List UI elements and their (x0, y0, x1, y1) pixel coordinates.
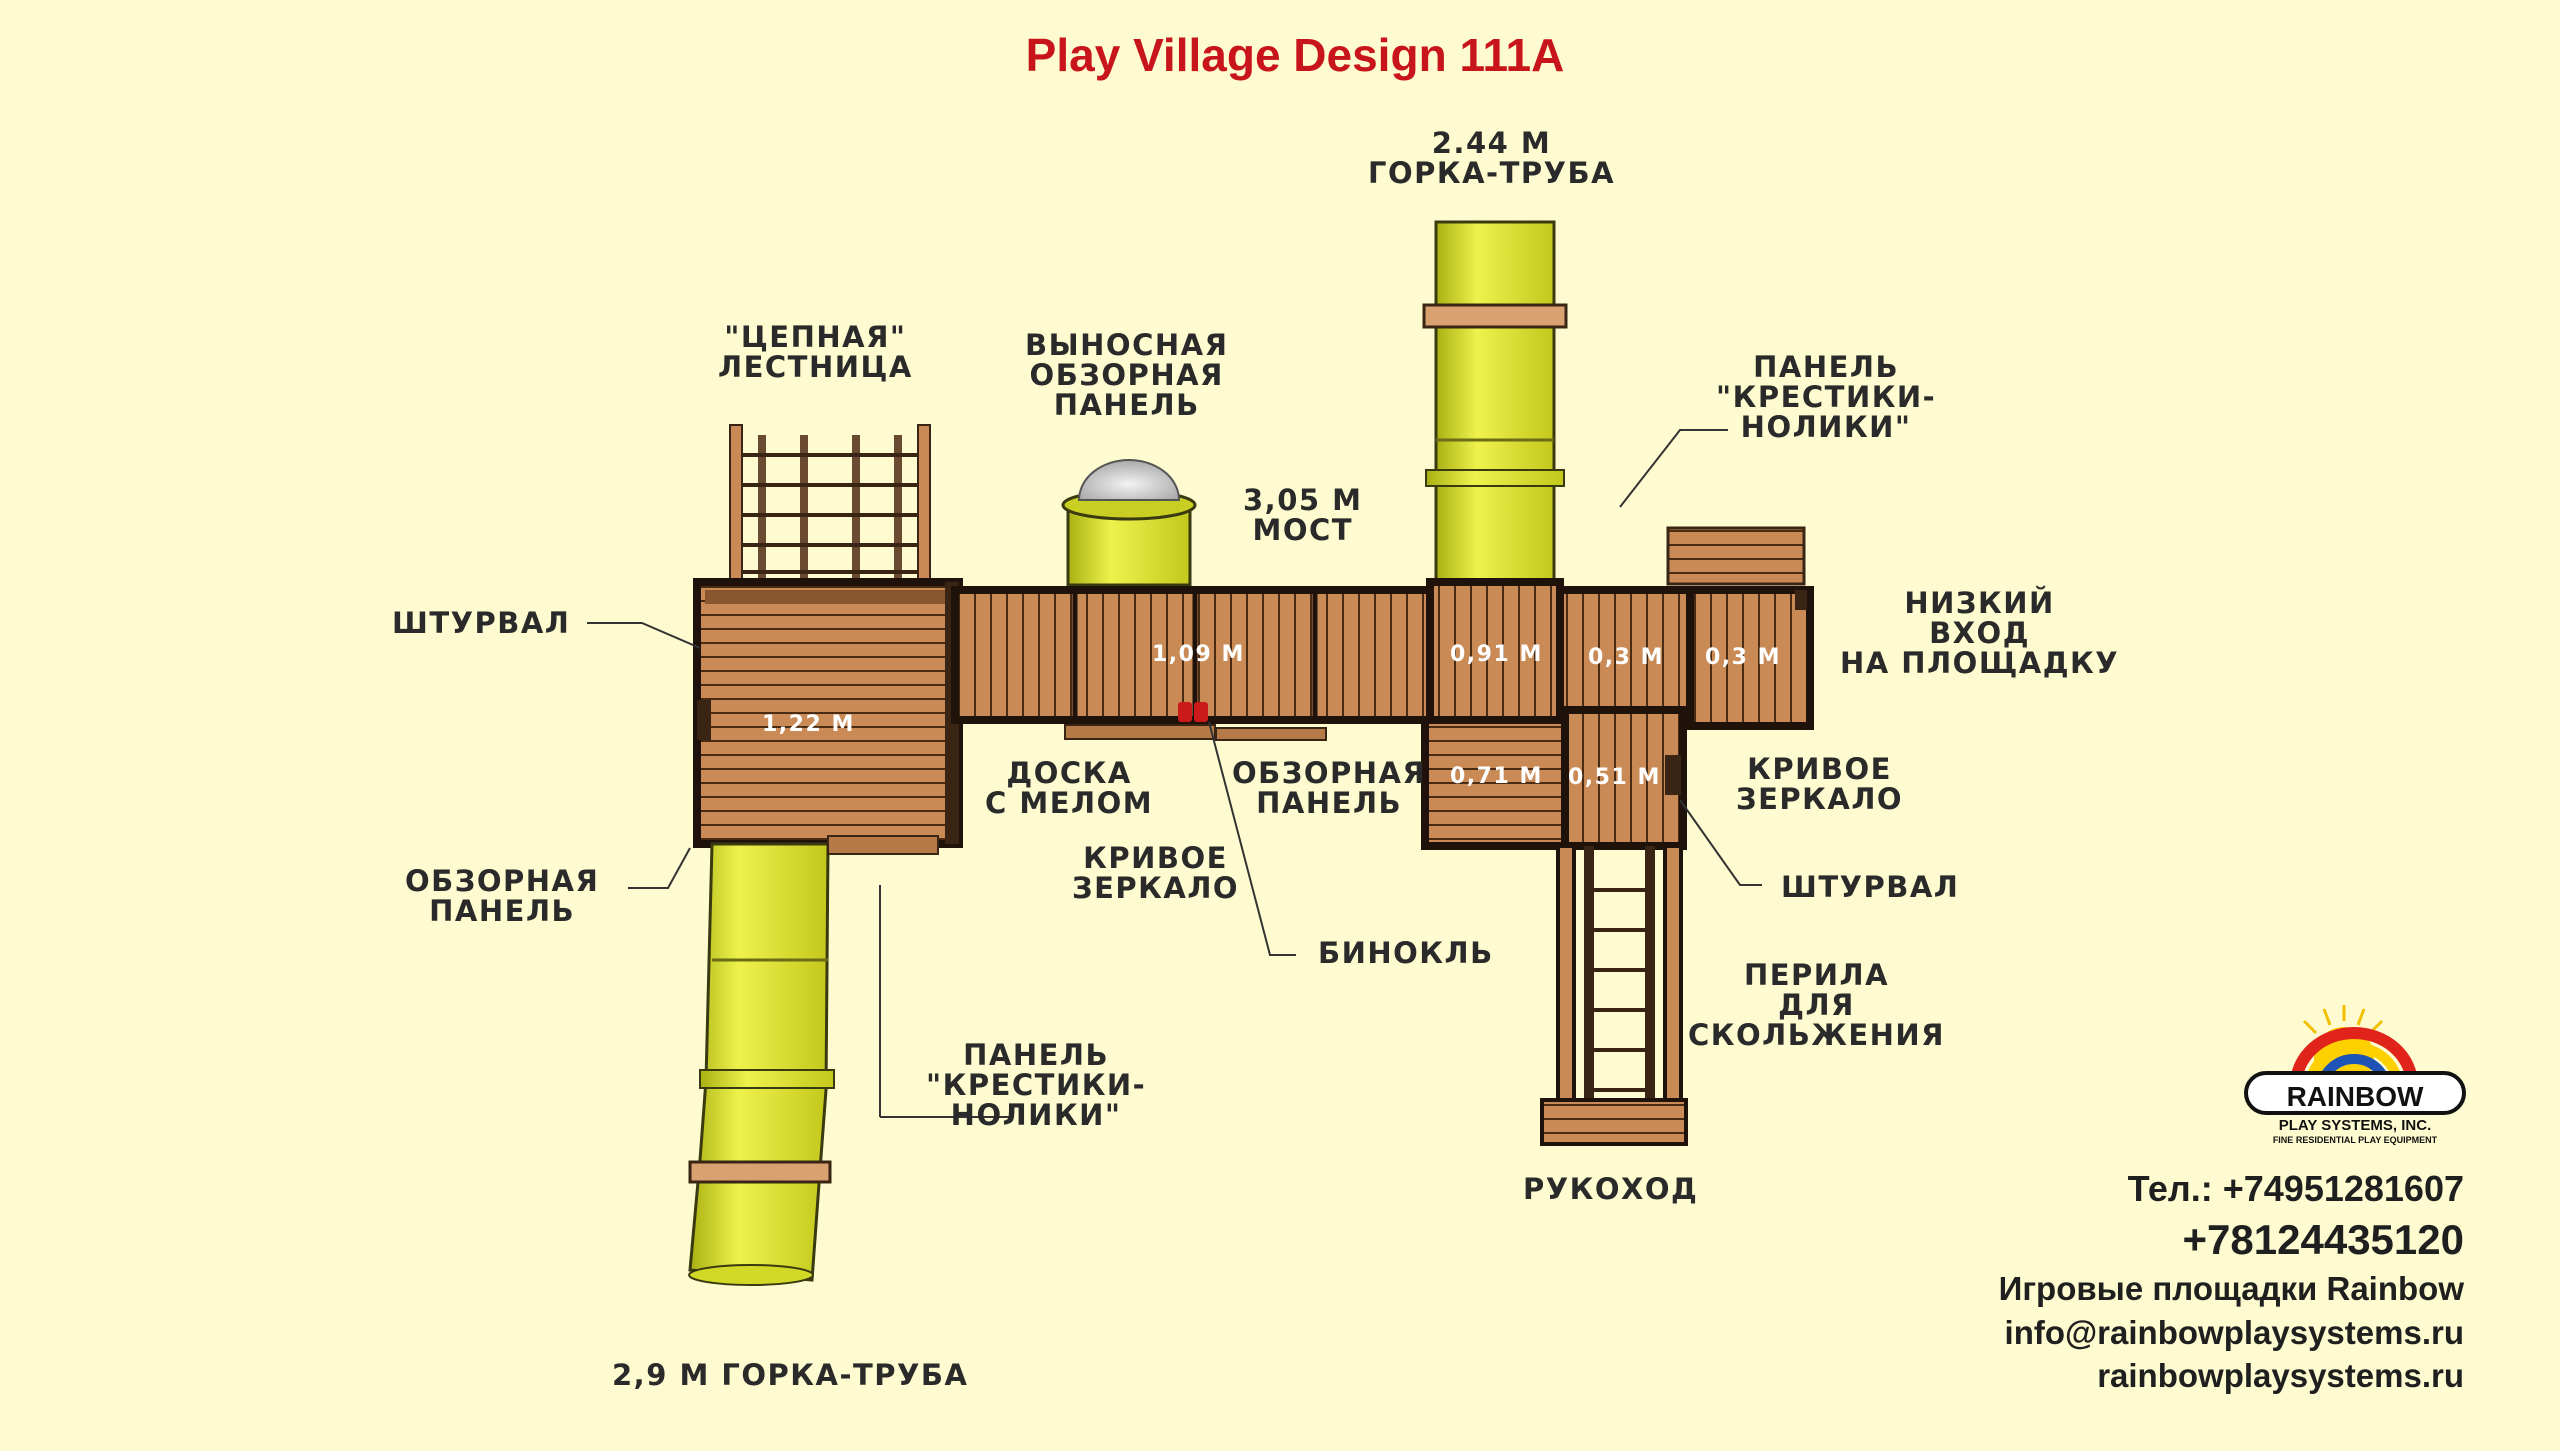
label-line: ОБЗОРНАЯ (1232, 756, 1427, 790)
tube-slide-bottom (688, 842, 835, 1286)
label-line: КРИВОЕ (1083, 841, 1228, 875)
low-decks (1556, 526, 1814, 730)
label-line: ЛЕСТНИЦА (718, 350, 913, 384)
label-line: СКОЛЬЖЕНИЯ (1688, 1018, 1946, 1052)
deck-height-c: 0,71 М (1450, 764, 1543, 789)
leader-lines (587, 429, 1762, 1118)
contact-company: Игровые площадки Rainbow (1998, 1270, 2464, 1307)
contact-phone-2: +78124435120 (2182, 1216, 2464, 1263)
label-line: ПАНЕЛЬ (429, 894, 576, 928)
label-line: НИЗКИЙ (1904, 586, 2055, 620)
label-line: ГОРКА-ТРУБА (1368, 156, 1616, 190)
label-line: ПЕРИЛА (1743, 958, 1890, 992)
deck-height-b: 0,3 М (1705, 645, 1782, 670)
label-low-entry: НИЗКИЙ ВХОД НА ПЛОЩАДКУ (1840, 588, 2119, 678)
label-mirror-right: КРИВОЕ ЗЕРКАЛО (1736, 754, 1903, 814)
label-line: "КРЕСТИКИ- (926, 1068, 1147, 1102)
label-line: НА ПЛОЩАДКУ (1840, 646, 2120, 680)
rainbow-logo-icon (2244, 1005, 2466, 1115)
bridge (951, 586, 1439, 741)
contact-site[interactable]: rainbowplaysystems.ru (2097, 1357, 2464, 1394)
label-line: НОЛИКИ" (950, 1098, 1122, 1132)
label-monkey-bars: РУКОХОД (1523, 1172, 1699, 1206)
label-ttt-panel-top: ПАНЕЛЬ "КРЕСТИКИ- НОЛИКИ" (1716, 352, 1936, 442)
label-wheel-left: ШТУРВАЛ (392, 606, 571, 640)
contact-phone-1: Тел.: +74951281607 (2127, 1168, 2464, 1209)
label-chain-ladder: "ЦЕПНАЯ" ЛЕСТНИЦА (718, 322, 913, 382)
label-line: НОЛИКИ" (1740, 410, 1912, 444)
label-line: ОБЗОРНАЯ (1029, 358, 1224, 392)
logo-tagline: FINE RESIDENTIAL PLAY EQUIPMENT (2272, 1135, 2438, 1145)
label-rails: ПЕРИЛА ДЛЯ СКОЛЬЖЕНИЯ (1688, 960, 1945, 1050)
monkey-bars (1540, 844, 1688, 1146)
deck-height-a: 0,3 М (1588, 645, 1665, 670)
contact-email[interactable]: info@rainbowplaysystems.ru (2004, 1314, 2464, 1351)
label-bridge: 3,05 М МОСТ (1243, 485, 1363, 545)
label-line: МОСТ (1252, 513, 1354, 547)
label-view-panel-mid: ОБЗОРНАЯ ПАНЕЛЬ (1232, 758, 1426, 818)
label-line: ДЛЯ (1778, 988, 1855, 1022)
label-mirror-mid: КРИВОЕ ЗЕРКАЛО (1072, 843, 1239, 903)
scope-panel-dome (1061, 459, 1197, 587)
label-line: 2.44 М (1431, 126, 1552, 160)
label-line: ПАНЕЛЬ (1256, 786, 1403, 820)
label-chalkboard: ДОСКА С МЕЛОМ (985, 758, 1153, 818)
deck-height-d: 0,51 М (1568, 765, 1661, 790)
label-line: ОБЗОРНАЯ (405, 864, 600, 898)
deck-height-slide: 0,91 М (1450, 642, 1543, 667)
page-title: Play Village Design 111A (1025, 29, 1565, 81)
label-scope-panel: ВЫНОСНАЯ ОБЗОРНАЯ ПАНЕЛЬ (1025, 330, 1228, 420)
left-tower (693, 578, 963, 848)
label-line: ПАНЕЛЬ (963, 1038, 1110, 1072)
label-line: КРИВОЕ (1747, 752, 1892, 786)
label-slide-bottom: 2,9 М ГОРКА-ТРУБА (612, 1358, 969, 1392)
rainbow-logo: RAINBOW PLAY SYSTEMS, INC. FINE RESIDENT… (2240, 1005, 2470, 1150)
tower-attachments (827, 835, 939, 855)
label-line: С МЕЛОМ (985, 786, 1154, 820)
lower-decks (1421, 706, 1687, 850)
chain-ladder (729, 424, 931, 591)
label-line: ДОСКА (1006, 756, 1132, 790)
deck-height-tower: 1,22 М (762, 712, 855, 737)
tube-slide-top (1422, 220, 1568, 584)
logo-brand: RAINBOW (2286, 1081, 2424, 1112)
label-line: ПАНЕЛЬ (1053, 388, 1200, 422)
label-view-panel-left: ОБЗОРНАЯ ПАНЕЛЬ (405, 866, 599, 926)
label-line: "КРЕСТИКИ- (1716, 380, 1937, 414)
label-line: ВХОД (1929, 616, 2031, 650)
logo-company: PLAY SYSTEMS, INC. (2278, 1117, 2432, 1134)
label-line: ЗЕРКАЛО (1736, 782, 1904, 816)
label-ttt-panel-bottom: ПАНЕЛЬ "КРЕСТИКИ- НОЛИКИ" (926, 1040, 1146, 1130)
label-line: ВЫНОСНАЯ (1025, 328, 1229, 362)
label-wheel-right: ШТУРВАЛ (1781, 870, 1960, 904)
label-binoculars: БИНОКЛЬ (1318, 936, 1494, 970)
label-line: ПАНЕЛЬ (1753, 350, 1900, 384)
deck-height-bridge: 1,09 М (1152, 642, 1245, 667)
binoculars-marker (1178, 702, 1208, 722)
label-slide-top: 2.44 М ГОРКА-ТРУБА (1368, 128, 1615, 188)
label-line: "ЦЕПНАЯ" (724, 320, 907, 354)
label-line: ЗЕРКАЛО (1072, 871, 1240, 905)
label-line: 3,05 М (1243, 483, 1363, 517)
